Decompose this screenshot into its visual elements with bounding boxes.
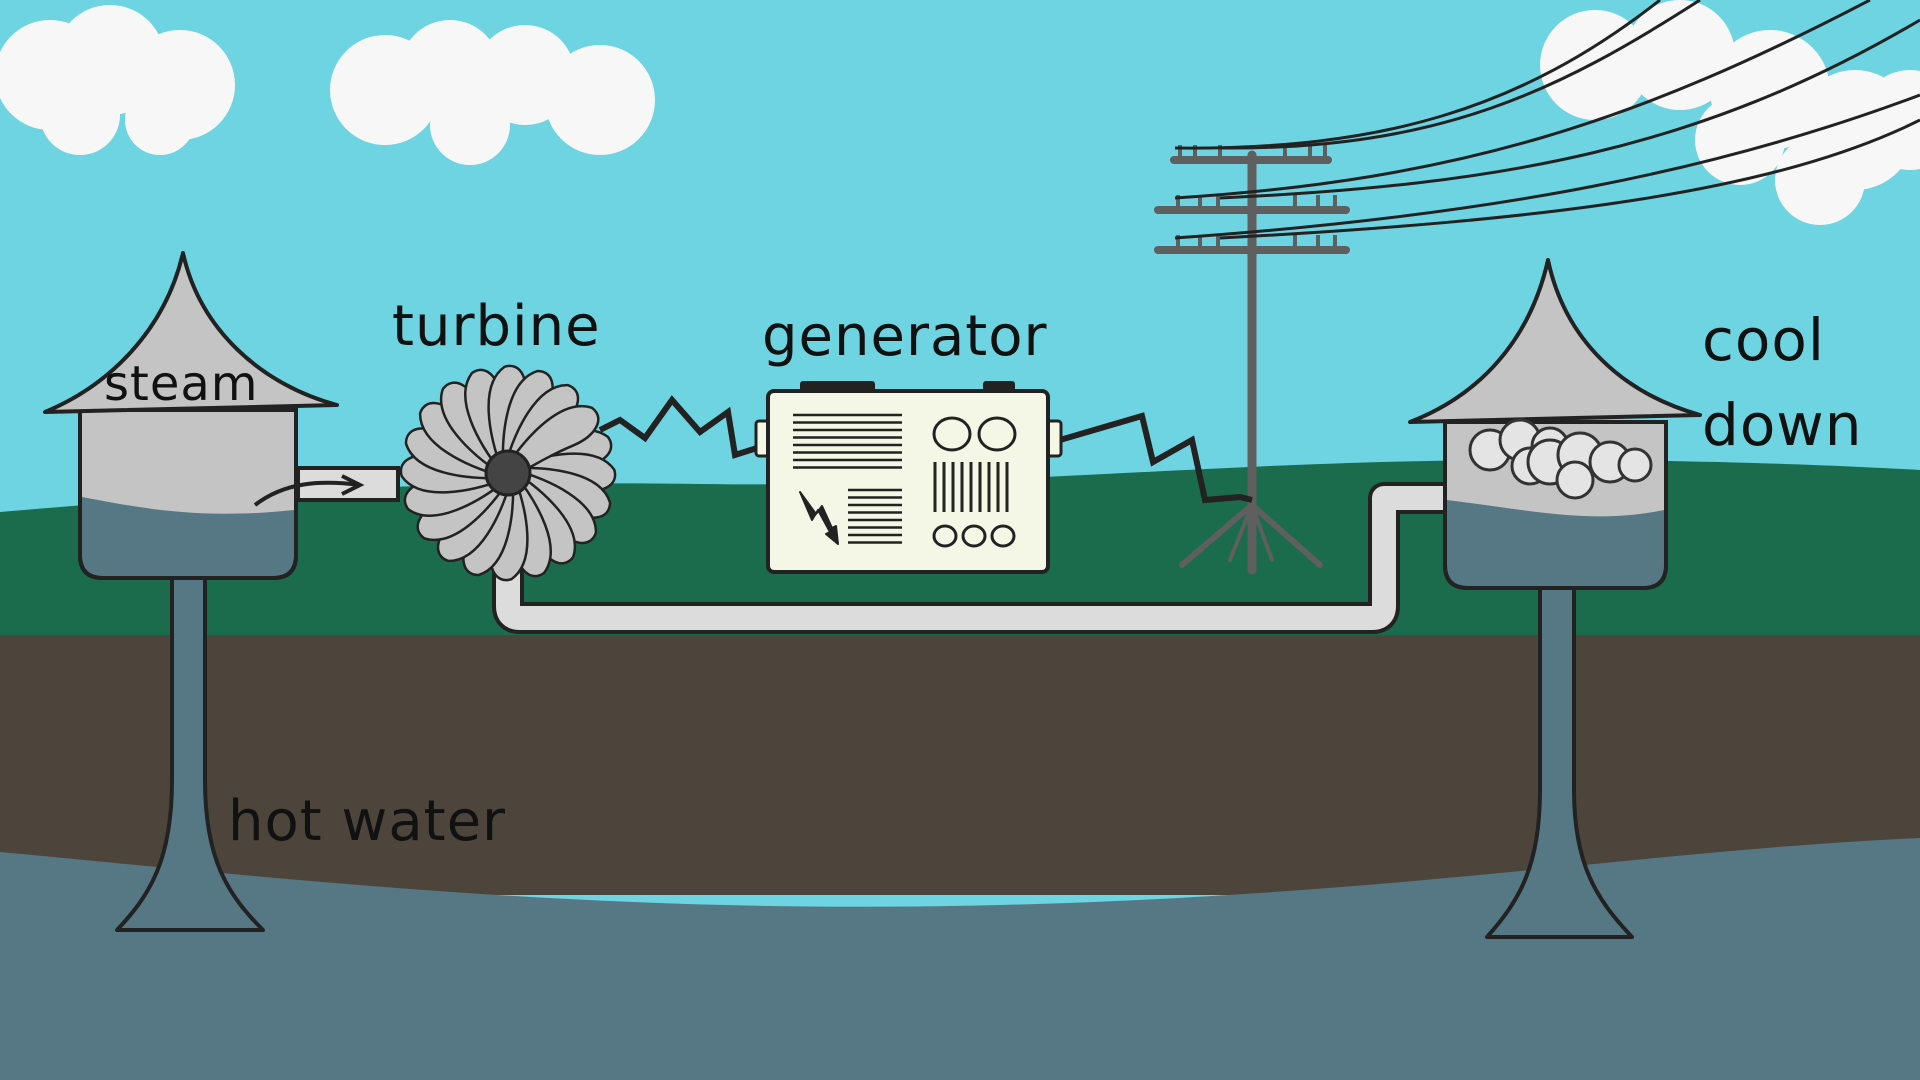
production-well bbox=[115, 576, 265, 932]
steam-flow-arrow-icon bbox=[253, 480, 361, 507]
cloud-left bbox=[0, 5, 235, 155]
turbine-label: turbine bbox=[392, 294, 601, 359]
turbine bbox=[399, 364, 617, 582]
soil-layer bbox=[0, 635, 1920, 895]
cool-label: cool bbox=[1702, 306, 1825, 374]
turbine-to-generator-wire bbox=[598, 395, 758, 459]
down-label: down bbox=[1702, 391, 1863, 459]
generator-meter-bars bbox=[933, 462, 1009, 512]
cooling-tank-roof bbox=[1408, 258, 1702, 424]
generator-readout-lines bbox=[793, 413, 902, 544]
power-lines bbox=[1174, 0, 1920, 240]
cloud-right bbox=[1540, 0, 1920, 225]
steam-label: steam bbox=[104, 356, 259, 412]
turbine-hub bbox=[484, 449, 532, 497]
generator-to-pole-wire bbox=[1059, 412, 1253, 504]
turbine-blade bbox=[504, 404, 600, 480]
generator bbox=[754, 381, 1063, 574]
steam-cloud-icon bbox=[1468, 418, 1653, 500]
steam-tank-roof bbox=[43, 251, 339, 414]
injection-well bbox=[1485, 583, 1634, 939]
hot-water-label: hot water bbox=[228, 789, 506, 854]
lightning-bolt-icon bbox=[799, 491, 839, 545]
groundwater-reservoir bbox=[0, 838, 1920, 1080]
cloud-center bbox=[330, 20, 655, 165]
steam-tank bbox=[43, 251, 339, 580]
power-pole bbox=[1154, 150, 1350, 575]
pole-insulators bbox=[1176, 145, 1337, 250]
cooling-tank bbox=[1408, 258, 1702, 590]
generator-label: generator bbox=[762, 304, 1048, 369]
generator-dials bbox=[932, 416, 1017, 548]
